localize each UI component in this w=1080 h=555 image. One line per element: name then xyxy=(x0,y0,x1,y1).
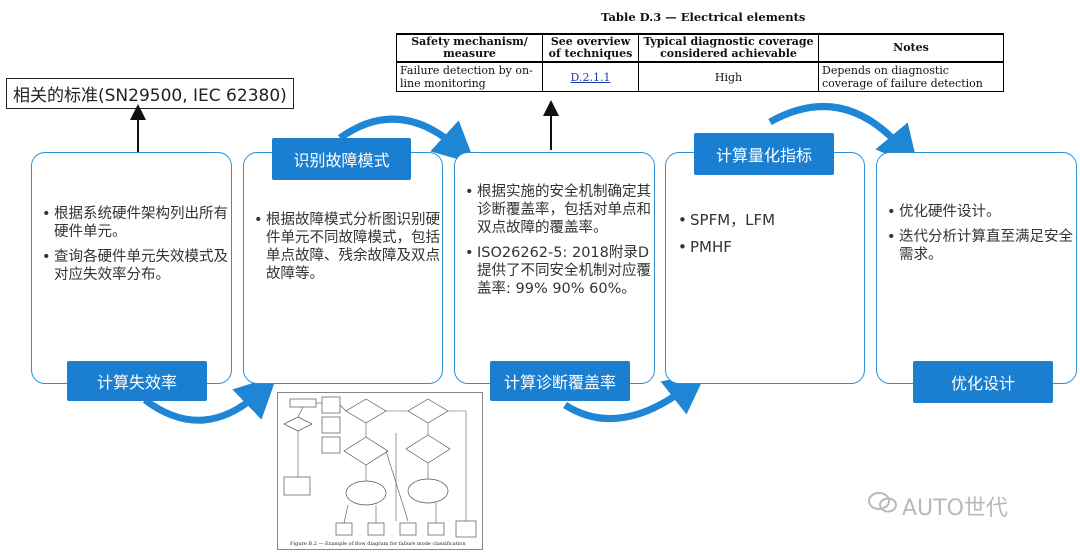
curve-arrow-4-5 xyxy=(768,103,919,169)
bullet-item: 根据系统硬件架构列出所有硬件单元。 xyxy=(42,205,228,241)
table-header: Typical diagnostic coverage considered a… xyxy=(638,33,819,63)
watermark: AUTO世代 xyxy=(868,490,1008,522)
table-cell: Failure detection by on-line monitoring xyxy=(396,61,543,92)
step-card-optimize: 优化硬件设计。 迭代分析计算直至满足安全需求。 xyxy=(876,152,1077,384)
table-title: Table D.3 — Electrical elements xyxy=(601,10,806,24)
step-label-failure-rate: 计算失效率 xyxy=(67,361,207,401)
standards-label: 相关的标准(SN29500, IEC 62380) xyxy=(6,78,294,109)
table-header: Notes xyxy=(818,33,1004,63)
table-cell: High xyxy=(638,61,819,92)
bullet-item: PMHF xyxy=(678,238,858,256)
table-header-row: Safety mechanism/ measure See overview o… xyxy=(396,33,1004,63)
step-label-diagnostic-coverage: 计算诊断覆盖率 xyxy=(490,361,630,401)
step-card-metrics: SPFM，LFM PMHF xyxy=(665,152,865,384)
curve-arrow-2-3 xyxy=(337,115,476,165)
watermark-text: AUTO世代 xyxy=(902,496,1008,521)
table-row: Failure detection by on-line monitoring … xyxy=(396,61,1004,92)
table-header: Safety mechanism/ measure xyxy=(396,33,543,63)
bullet-item: 根据故障模式分析图识别硬件单元不同故障模式，包括单点故障、残余故障及双点故障等。 xyxy=(254,211,440,283)
bullet-item: 迭代分析计算直至满足安全需求。 xyxy=(887,228,1073,264)
table-cell: Depends on diagnostic coverage of failur… xyxy=(818,61,1004,92)
step-label-failure-modes: 识别故障模式 xyxy=(272,138,411,180)
step-card-diagnostic-coverage: 根据实施的安全机制确定其诊断覆盖率，包括对单点和双点故障的覆盖率。 ISO262… xyxy=(454,152,655,384)
electrical-elements-table: Safety mechanism/ measure See overview o… xyxy=(396,33,1004,92)
curve-arrow-1-2 xyxy=(142,375,278,424)
bullet-item: 查询各硬件单元失效模式及对应失效率分布。 xyxy=(42,248,228,284)
table-header: See overview of techniques xyxy=(542,33,639,63)
step-card-failure-rate: 根据系统硬件架构列出所有硬件单元。 查询各硬件单元失效模式及对应失效率分布。 xyxy=(31,152,232,384)
wechat-icon xyxy=(868,491,898,521)
step-card-failure-modes: 根据故障模式分析图识别硬件单元不同故障模式，包括单点故障、残余故障及双点故障等。 xyxy=(243,152,443,384)
bullet-item: 根据实施的安全机制确定其诊断覆盖率，包括对单点和双点故障的覆盖率。 xyxy=(465,183,651,237)
technique-link[interactable]: D.2.1.1 xyxy=(542,61,639,92)
bullet-item: SPFM，LFM xyxy=(678,211,858,229)
flowchart-drawing xyxy=(283,396,477,538)
failure-mode-flowchart-image xyxy=(277,392,483,550)
flowchart-caption: Figure B.2 — Example of flow diagram for… xyxy=(290,541,466,547)
bullet-item: 优化硬件设计。 xyxy=(887,203,1073,221)
step-label-optimize: 优化设计 xyxy=(913,361,1053,403)
curve-arrow-3-4 xyxy=(563,372,707,423)
bullet-item: ISO26262-5: 2018附录D提供了不同安全机制对应覆盖率: 99% 9… xyxy=(465,244,651,298)
step-label-metrics: 计算量化指标 xyxy=(694,133,834,175)
